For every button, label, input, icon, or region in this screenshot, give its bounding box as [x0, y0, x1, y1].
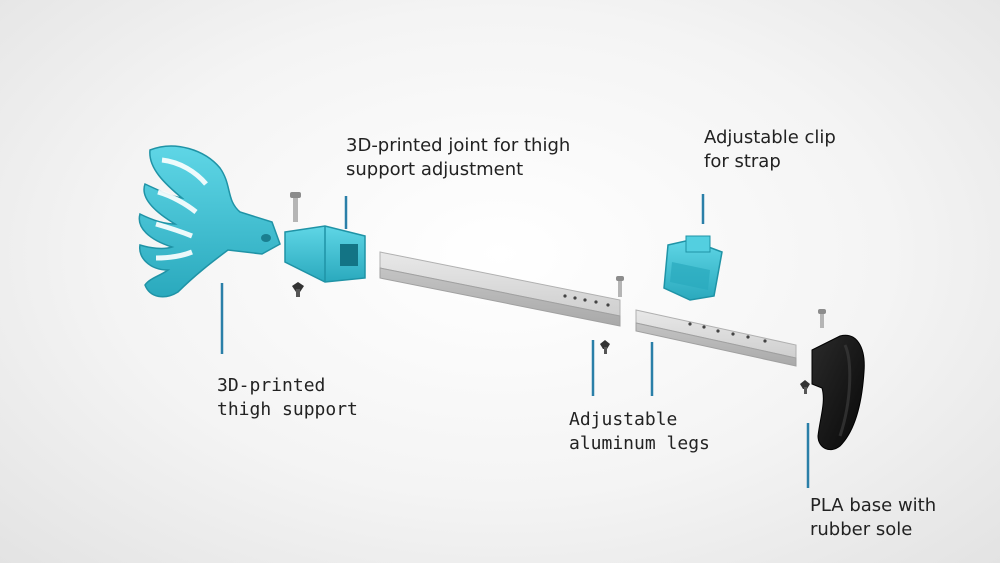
aluminum-leg-lower: [635, 309, 797, 367]
label-legs-line2: aluminum legs: [569, 433, 710, 454]
label-base-line1: PLA base with: [810, 495, 937, 516]
label-thigh: 3D-printed thigh support: [217, 374, 358, 422]
label-base-line2: rubber sole: [810, 519, 913, 540]
base-screw: [818, 309, 826, 328]
aluminum-leg-upper: [379, 251, 621, 327]
label-joint-line1: 3D-printed joint for thigh: [346, 135, 571, 156]
base-wing-nut: [800, 380, 810, 394]
label-legs-line1: Adjustable: [569, 409, 678, 430]
joint-wing-nut: [292, 282, 304, 297]
label-clip-line1: Adjustable clip: [704, 127, 836, 148]
leg-screw-upper: [616, 276, 624, 297]
label-joint-line2: support adjustment: [346, 159, 524, 180]
label-base: PLA base with rubber sole: [810, 494, 936, 542]
label-joint: 3D-printed joint for thigh support adjus…: [346, 134, 570, 182]
leg-wing-nut-upper: [600, 340, 610, 354]
pla-base-part: [811, 334, 865, 451]
joint-screw: [290, 192, 301, 222]
joint-part: [284, 225, 366, 283]
label-clip-line2: for strap: [704, 151, 781, 172]
adjustable-clip-part: [663, 235, 723, 301]
thigh-support-part: [138, 145, 281, 298]
label-legs: Adjustable aluminum legs: [569, 408, 710, 456]
label-clip: Adjustable clip for strap: [704, 126, 836, 174]
leader-lines: [220, 194, 810, 488]
label-thigh-line1: 3D-printed: [217, 375, 326, 396]
label-thigh-line2: thigh support: [217, 399, 358, 420]
